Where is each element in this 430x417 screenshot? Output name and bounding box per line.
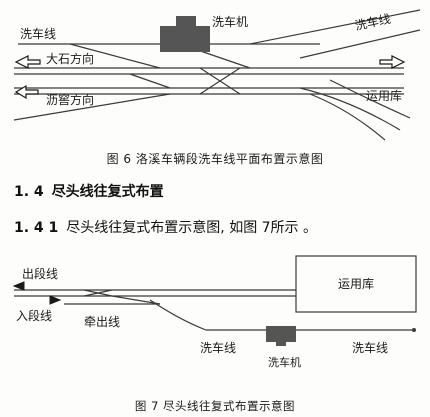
- fig7-label-shunting-line: 牵出线: [84, 315, 120, 329]
- wash-track-rising-right-2: [299, 29, 421, 59]
- fig7-label-in-line: 入段线: [16, 308, 52, 323]
- subsection-number: 1. 4 1: [14, 220, 59, 236]
- arrow-left-icon: [14, 55, 41, 69]
- depot-branch-2: [309, 93, 386, 141]
- fig6-label-depot: 运用库: [366, 88, 402, 103]
- depot-box: [295, 255, 417, 313]
- end-stop-icon: [412, 328, 416, 332]
- out-line-arrow-icon: [12, 281, 25, 291]
- crossover-left-1: [69, 43, 161, 69]
- figure-6-caption: 图 6 洛溪车辆段洗车线平面布置示意图: [106, 152, 324, 166]
- fig7-label-wash-machine: 洗车机: [268, 355, 301, 369]
- section-title: 尽头线往复式布置: [51, 184, 164, 200]
- fig6-label-wash-line-right: 洗车线: [354, 11, 392, 33]
- fig7-label-wash-line-left: 洗车线: [200, 340, 236, 355]
- fig6-label-wash-line-left: 洗车线: [20, 26, 56, 41]
- depot-branch-3: [329, 79, 411, 119]
- figure-6-diagram: 洗车线 洗车机 洗车线 大石方向 沥窖方向 运用库: [13, 9, 421, 141]
- double-arrow-icon: [14, 84, 39, 100]
- depot-branch-1: [299, 87, 401, 131]
- wash-machine-icon: [160, 16, 210, 52]
- fig6-label-lixiao: 沥窖方向: [46, 92, 94, 107]
- fig7-label-depot: 运用库: [338, 276, 374, 291]
- arrow-right-icon: [379, 55, 406, 69]
- wash-track-rising-right: [249, 9, 421, 45]
- figure-7-diagram: 出段线 入段线 牵出线 运用库 洗车线 洗车机 洗车线: [12, 255, 417, 369]
- fig7-label-out-line: 出段线: [22, 266, 58, 281]
- lower-left-branch: [13, 93, 171, 121]
- subsection-text: 尽头线往复式布置示意图, 如图 7所示 。: [66, 220, 318, 236]
- fig6-label-dashi: 大石方向: [46, 51, 94, 66]
- crossover-2: [83, 289, 113, 297]
- figure-7-caption: 图 7 尽头线往复式布置示意图: [134, 399, 296, 413]
- wash-machine-icon: [266, 326, 296, 346]
- fig6-label-wash-machine: 洗车机: [212, 14, 248, 29]
- in-line-arrow-icon: [49, 295, 62, 305]
- crossover-x2: [199, 67, 241, 95]
- crossover-left-2: [129, 73, 171, 89]
- section-number: 1. 4: [14, 184, 44, 200]
- shunting-connector: [111, 295, 161, 305]
- section-heading: 1. 4 尽头线往复式布置: [14, 181, 164, 201]
- wash-branch: [149, 299, 207, 331]
- fig7-label-wash-line-right: 洗车线: [352, 340, 388, 355]
- subsection-paragraph: 1. 4 1 尽头线往复式布置示意图, 如图 7所示 。: [14, 217, 317, 237]
